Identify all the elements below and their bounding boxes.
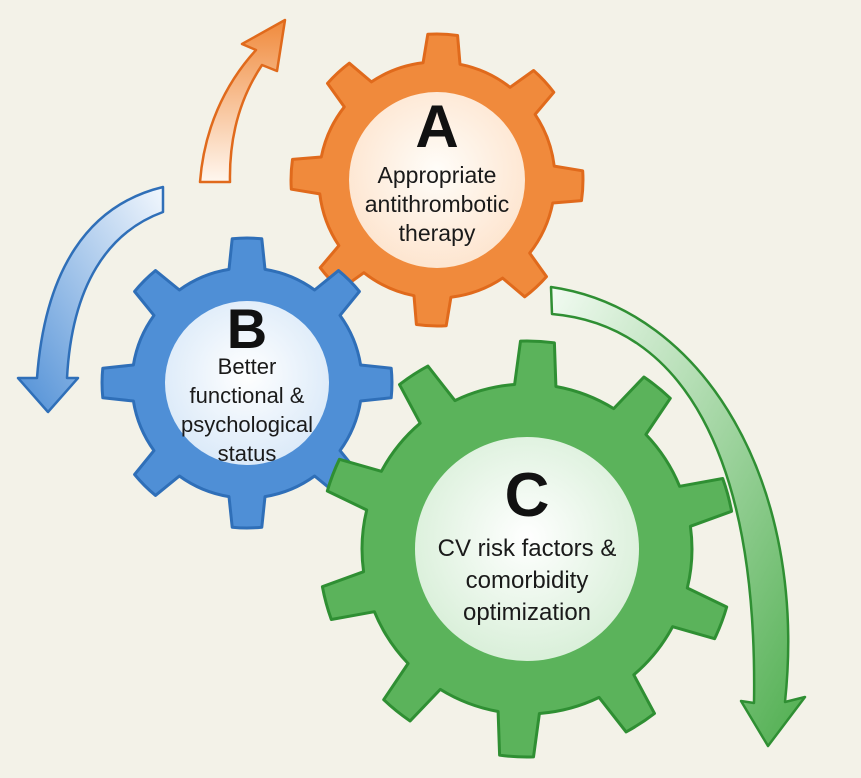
gear-b-label-line-3: psychological — [181, 412, 313, 437]
gear-a-label-line-3: therapy — [399, 220, 476, 246]
gear-c-label-line-1: CV risk factors & — [438, 535, 617, 562]
curved-arrow-icon — [16, 185, 165, 414]
gear-a: A Appropriate antithrombotic therapy — [289, 32, 585, 328]
gear-a-letter: A — [415, 93, 458, 160]
curved-arrow-icon — [198, 18, 287, 184]
gear-c-hub — [415, 437, 639, 661]
gear-b-letter: B — [227, 297, 267, 360]
gear-c-label-line-3: optimization — [463, 599, 591, 626]
gear-b-label-line-4: status — [218, 441, 277, 466]
gear-a-label-line-2: antithrombotic — [365, 191, 509, 217]
gear-b-label-line-2: functional & — [190, 383, 305, 408]
gear-b-hub — [165, 301, 329, 465]
gear-c: C CV risk factors & comorbidity optimiza… — [320, 339, 734, 759]
gear-a-hub — [349, 92, 525, 268]
gear-c-label-line-2: comorbidity — [466, 567, 589, 594]
gear-a-label-line-1: Appropriate — [378, 162, 497, 188]
gear-b: B Better functional & psychological stat… — [100, 236, 394, 530]
gear-c-letter: C — [505, 461, 550, 530]
gear-b-label-line-1: Better — [218, 354, 277, 379]
curved-arrow-icon — [549, 285, 807, 748]
